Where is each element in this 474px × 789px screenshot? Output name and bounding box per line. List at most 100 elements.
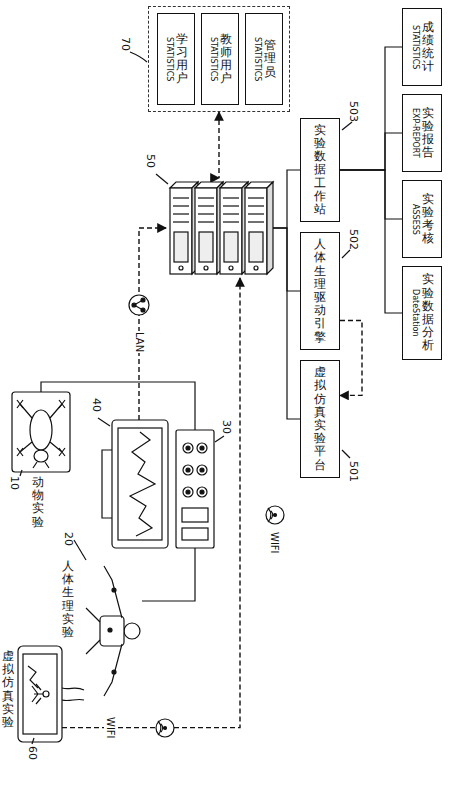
illustration-part <box>195 182 223 274</box>
wifi-icon <box>266 506 284 524</box>
box-text: 实验考核 <box>422 193 434 246</box>
box-text: ASSESS <box>410 204 419 235</box>
function-box: 成绩统计STATISTICS <box>402 8 442 86</box>
box-text: 学习用户 <box>176 33 188 86</box>
callout-label: 10 <box>8 476 20 490</box>
illustration-part <box>268 508 273 522</box>
callout-label: 40 <box>90 398 102 412</box>
illustration-part <box>158 721 163 735</box>
callout-label: 动物实验 <box>32 476 44 529</box>
illustration-part <box>182 508 208 522</box>
illustration-part <box>108 628 112 632</box>
illustration-part <box>112 670 116 674</box>
connector-line <box>272 170 300 228</box>
box-text: 管理员 <box>264 39 276 79</box>
edge-label: WIFI <box>104 716 117 740</box>
illustration-part <box>200 490 204 494</box>
illustration-part <box>130 52 147 62</box>
user-box: 教师用户STATISTICS <box>201 13 239 105</box>
illustration-part <box>220 182 248 274</box>
box-text: STATISTICS <box>164 37 173 81</box>
module-box: 虚拟仿真实验平台501 <box>300 360 340 478</box>
box-text: 教师用户 <box>220 33 232 86</box>
module-box: 实验数据工作站503 <box>300 118 340 222</box>
box-text: 实验数据工作站 <box>314 124 326 216</box>
illustration-part <box>112 588 116 592</box>
illustration-part <box>17 400 65 456</box>
illustration-part <box>98 418 110 426</box>
box-text: EXP-REPORT <box>410 108 419 158</box>
box-text: DateStation <box>410 289 419 337</box>
illustration-part <box>197 465 207 475</box>
box-text: STATISTICS <box>208 37 217 81</box>
dashed-link <box>62 278 240 728</box>
illustration-part <box>183 487 193 497</box>
illustration-part <box>118 428 162 540</box>
leader-line <box>20 52 352 744</box>
illustration-part <box>342 122 352 130</box>
connector-line <box>142 548 195 601</box>
connector-line <box>340 133 402 170</box>
module-box: 人体生理驱动引擎502 <box>300 232 340 350</box>
function-box: 实验考核ASSESS <box>402 180 442 258</box>
callout-label: 503 <box>347 101 359 122</box>
illustration-part <box>200 446 204 450</box>
server-illustration <box>170 182 273 274</box>
callout-label: 50 <box>144 154 156 168</box>
signal-label: WIFI <box>269 532 280 554</box>
illustration-part <box>124 623 140 639</box>
callout-label: 人体生理实验 <box>62 560 74 639</box>
box-text: 人体生理驱动引擎 <box>314 238 326 344</box>
illustration-part <box>164 727 167 730</box>
callout-label: 70 <box>119 37 131 51</box>
illustration-part <box>186 446 190 450</box>
callout-label: 虚拟仿真实验 <box>2 650 14 729</box>
device-node: 30 <box>176 430 214 548</box>
callout-label: 60 <box>26 746 38 760</box>
illustration-part <box>28 666 38 688</box>
box-text: 实验数据分析 <box>422 273 434 352</box>
illustration-part <box>129 295 149 315</box>
server-node: 50 <box>166 178 272 278</box>
callout-label: 20 <box>62 532 74 546</box>
illustration-part <box>182 528 208 540</box>
animal-node: 10动物实验 <box>12 392 70 472</box>
illustration-part <box>141 308 145 312</box>
function-box: 实验数据分析DateStation <box>402 266 442 360</box>
illustration-part <box>197 443 207 453</box>
lan-icon <box>129 295 149 315</box>
human-node: 20人体生理实验 <box>84 556 142 706</box>
illustration-part <box>74 540 86 560</box>
illustration-part <box>34 450 48 462</box>
illustration-part <box>186 490 190 494</box>
illustration-part <box>176 430 214 548</box>
connector-line <box>340 170 402 313</box>
illustration-part <box>141 298 145 302</box>
illustration-part <box>132 303 136 307</box>
device-illustration <box>176 430 214 548</box>
user-box: 学习用户STATISTICS <box>157 13 195 105</box>
illustration-part <box>342 250 350 258</box>
edge-label: LAN <box>133 331 146 353</box>
illustration-part <box>215 436 224 442</box>
illustration-part <box>62 688 84 701</box>
callout-label: 502 <box>347 229 359 250</box>
connector-line <box>340 170 402 219</box>
illustration-part <box>200 468 204 472</box>
human-illustration <box>86 566 140 696</box>
dashed-link <box>340 321 362 396</box>
illustration-part <box>33 462 49 468</box>
illustration-part <box>186 468 190 472</box>
monitor-node: 40 <box>108 420 170 548</box>
tablet-illustration <box>18 646 84 742</box>
illustration-part <box>32 738 34 744</box>
illustration-part <box>12 392 70 472</box>
illustration-part <box>342 450 350 458</box>
illustration-part <box>100 616 124 646</box>
dashed-link <box>139 228 166 420</box>
illustration-part <box>112 420 168 548</box>
illustration-part <box>86 566 122 696</box>
animal-illustration <box>12 392 70 472</box>
callout-label: 30 <box>220 420 232 434</box>
